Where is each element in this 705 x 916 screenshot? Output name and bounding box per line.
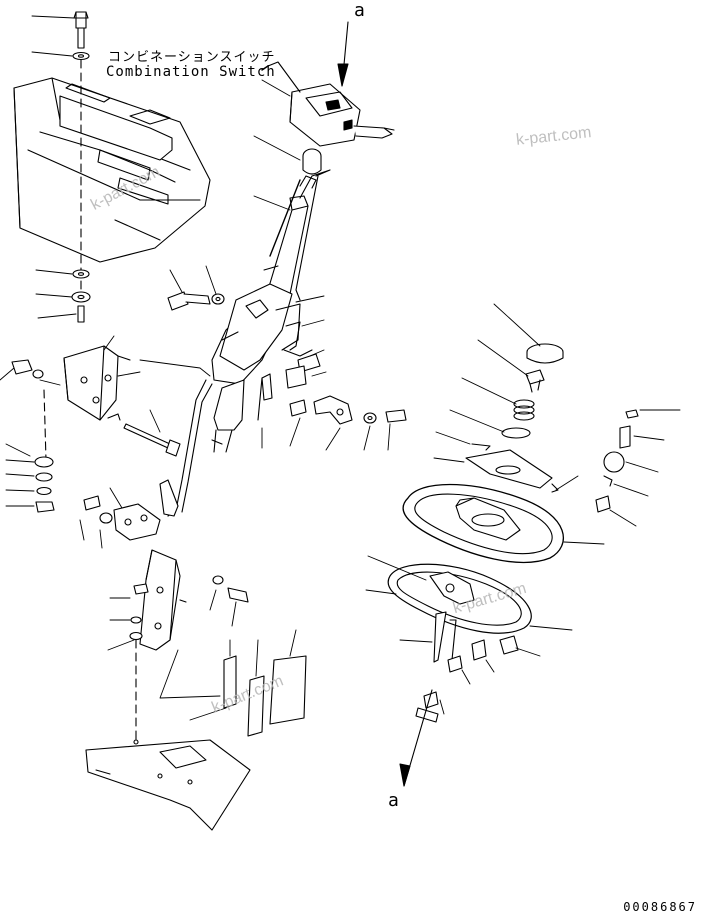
horn-plate <box>449 409 531 439</box>
horn-spring <box>461 377 535 421</box>
tilt-bolt <box>123 409 181 457</box>
column-bolt <box>167 265 225 311</box>
reference-a-bottom: a <box>388 790 399 811</box>
horn-cap <box>493 303 564 364</box>
combination-switch-label-jp: コンビネーションスイッチ <box>108 50 276 65</box>
clip-ring <box>435 431 491 451</box>
column-small-parts <box>253 135 407 451</box>
steering-column <box>211 148 331 453</box>
reference-arrow-bottom <box>399 689 433 787</box>
reference-arrow-top <box>337 21 349 87</box>
combination-switch <box>261 61 395 147</box>
dash-cover <box>13 77 211 263</box>
steering-wheel <box>402 483 605 564</box>
drawing-number: 00086867 <box>623 900 697 914</box>
spinner-knob <box>595 409 681 527</box>
lower-mount-assembly <box>79 487 249 741</box>
lower-bracket <box>0 335 141 513</box>
steering-wheel-cover <box>365 555 573 634</box>
hub-plate <box>433 449 579 493</box>
horn-contact <box>477 339 545 393</box>
tilt-lever <box>139 359 213 517</box>
reference-a-top: a <box>354 0 365 21</box>
spacer-pads <box>159 629 307 737</box>
cover-mount-fasteners <box>31 11 91 323</box>
combination-switch-label-en: Combination Switch <box>106 64 276 80</box>
floor-plate <box>85 739 251 831</box>
